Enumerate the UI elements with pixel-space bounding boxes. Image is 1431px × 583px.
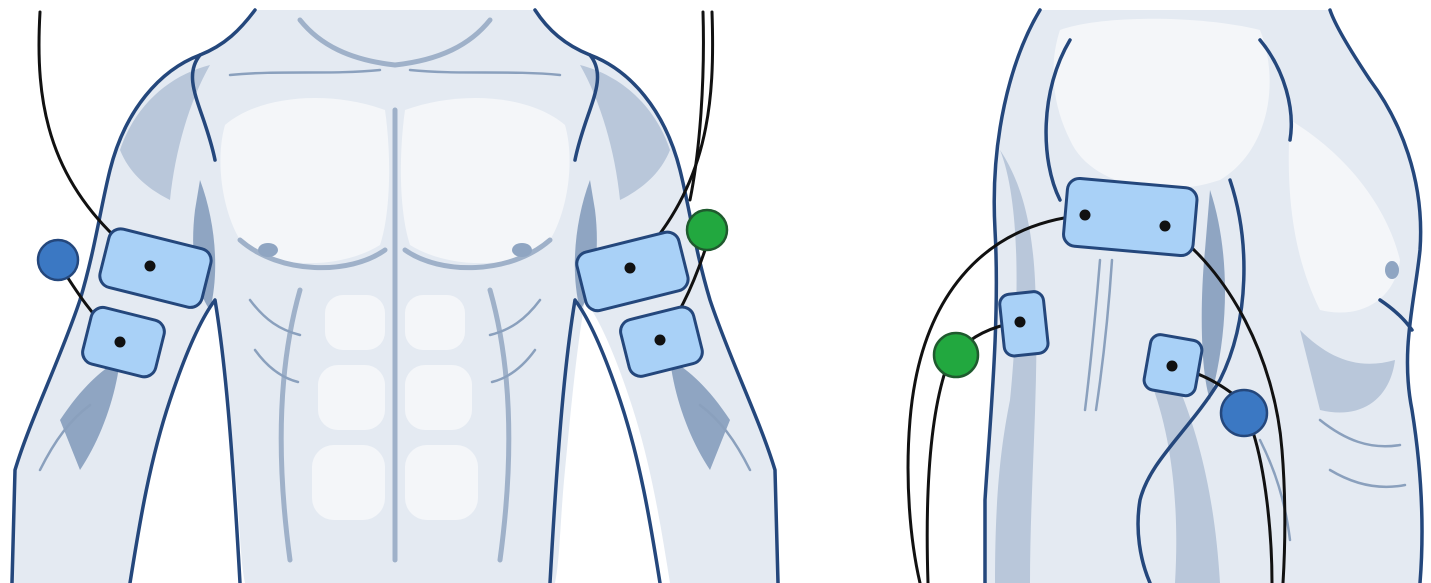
electrode-snap [625, 263, 636, 274]
front-torso-figure [10, 10, 780, 583]
reference-electrode-blue [1221, 390, 1267, 436]
wire-green-lead [927, 372, 945, 583]
electrode-snap [115, 337, 126, 348]
electrode-snap [1080, 210, 1091, 221]
electrode-snap [1160, 221, 1171, 232]
reference-electrode-blue [38, 240, 78, 280]
electrode-snap [655, 335, 666, 346]
electrode-snap [1015, 317, 1026, 328]
side-arm-figure [985, 10, 1422, 583]
electrode-snap [145, 261, 156, 272]
reference-electrode-green [934, 333, 978, 377]
electrode-snap [1167, 361, 1178, 372]
reference-electrode-green [687, 210, 727, 250]
